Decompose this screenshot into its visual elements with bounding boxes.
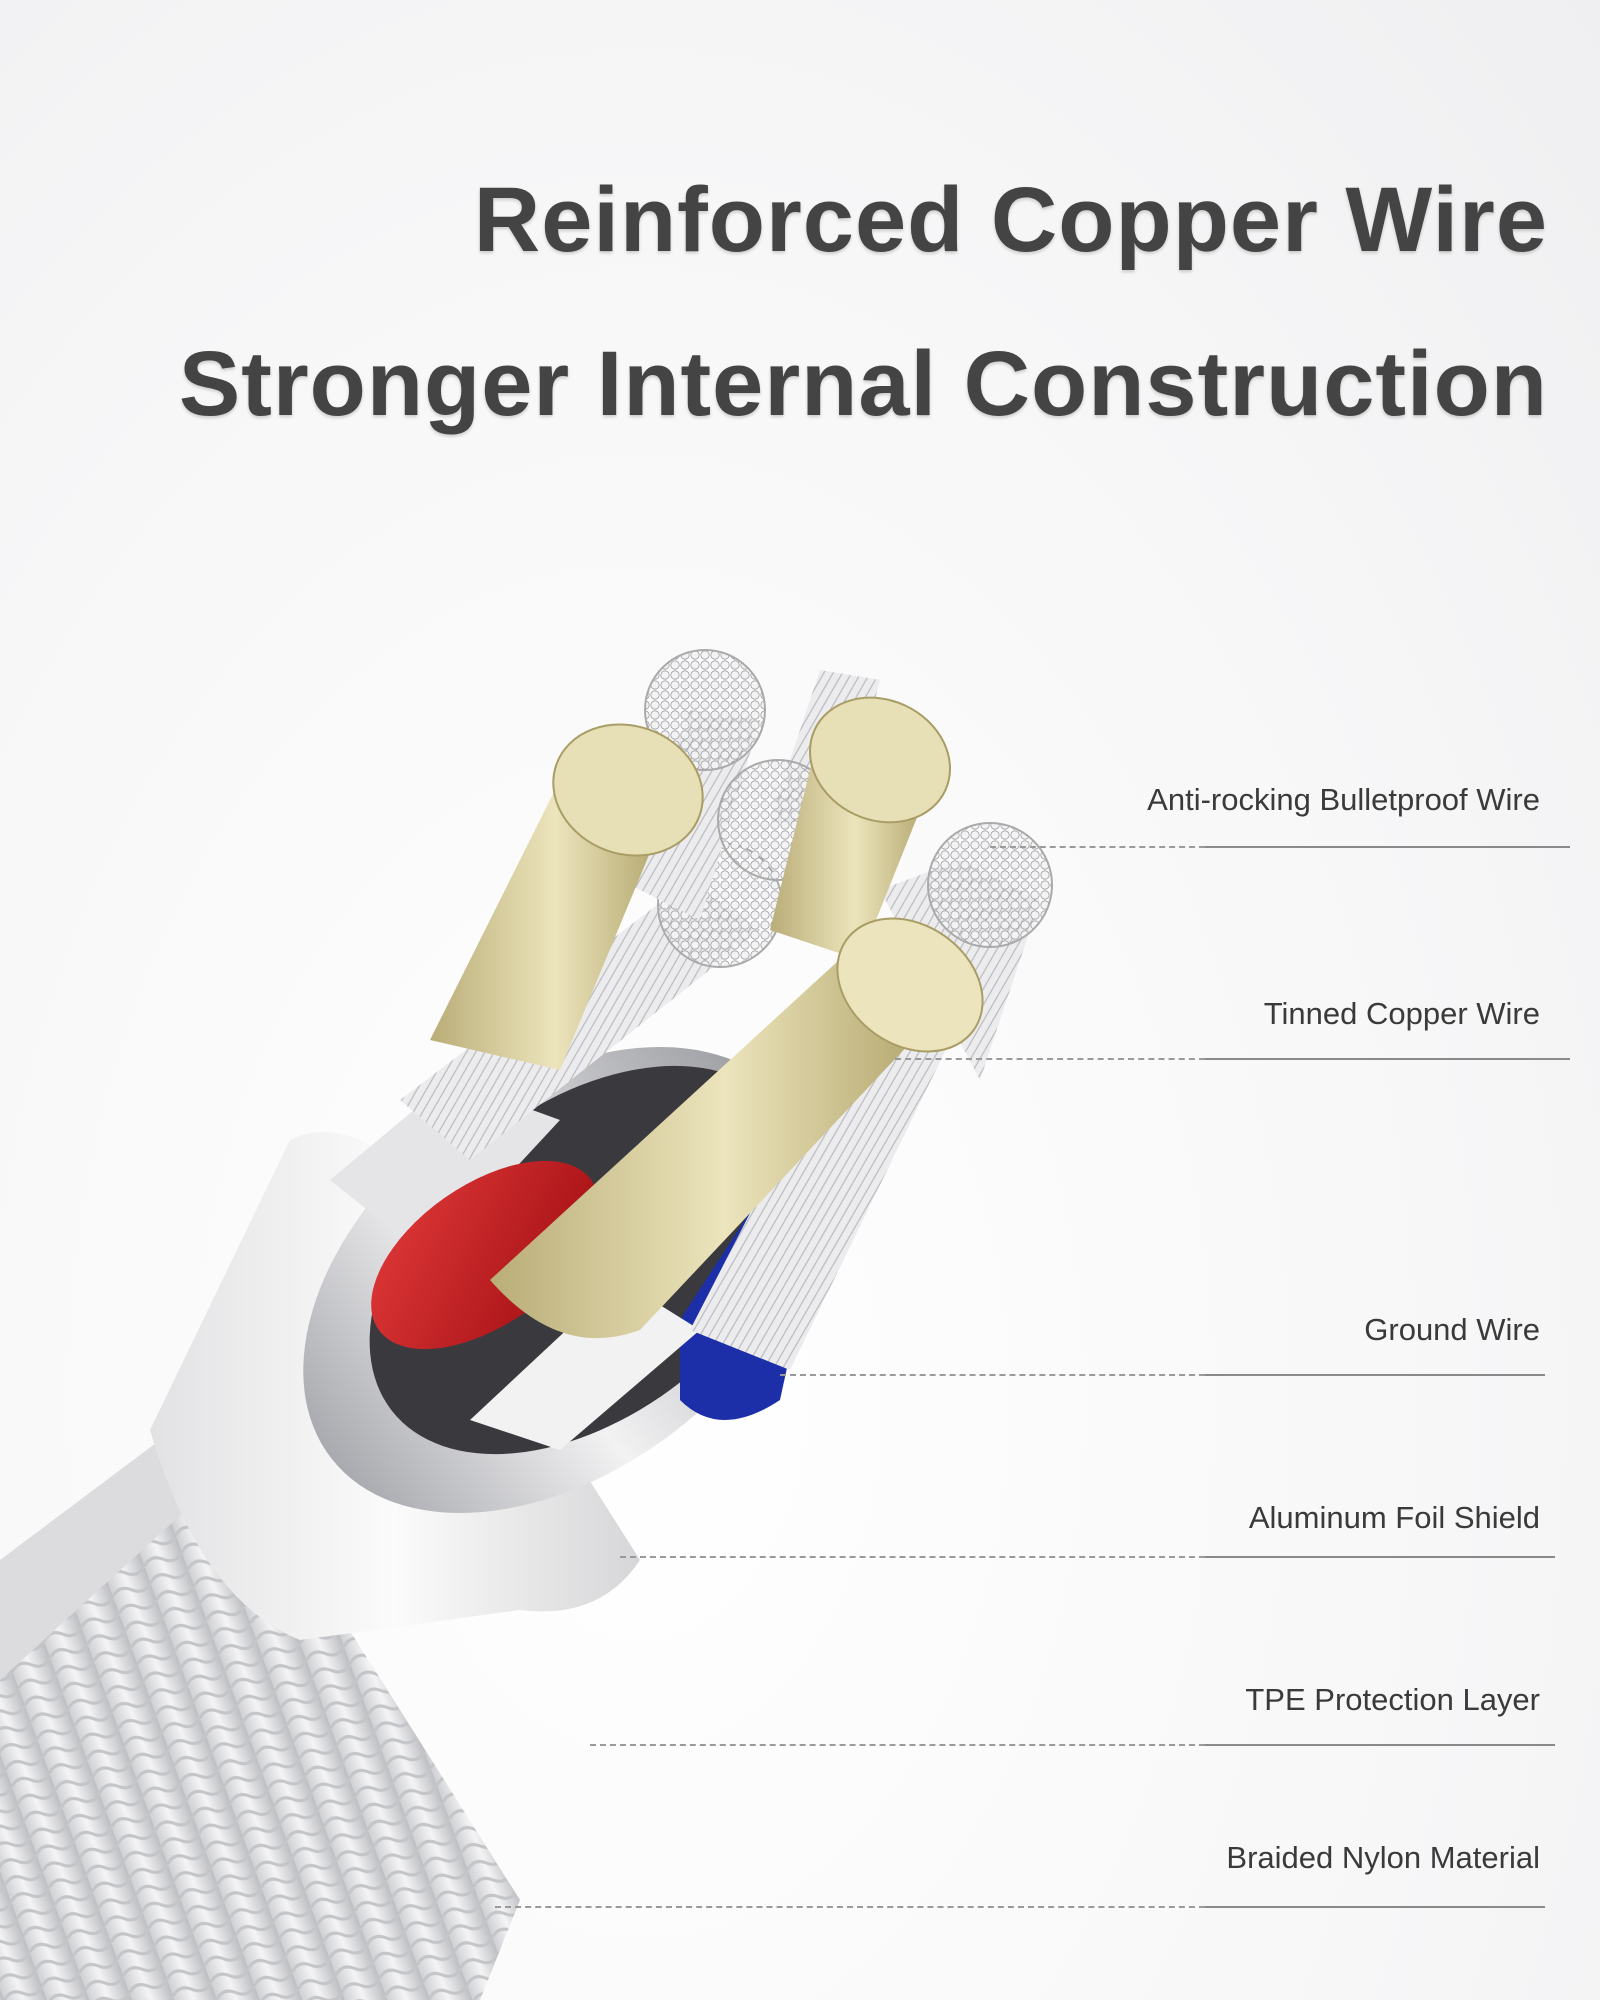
label-tinned-copper-wire: Tinned Copper Wire [1263, 996, 1540, 1031]
leader-line [590, 1744, 1205, 1746]
leader-line [620, 1556, 1205, 1558]
label-braided-nylon-material: Braided Nylon Material [1226, 1840, 1540, 1875]
leader-line [495, 1906, 1205, 1908]
leader-line [1205, 1058, 1570, 1060]
braided-nylon-jacket [0, 1471, 520, 2000]
leader-line [895, 1058, 1205, 1060]
leader-line [1205, 1374, 1545, 1376]
leader-line [1205, 1556, 1555, 1558]
red-insulation [371, 1160, 599, 1350]
label-anti-rocking-wire: Anti-rocking Bulletproof Wire [1147, 782, 1540, 817]
gold-wire [490, 945, 960, 1339]
headline-line-1: Reinforced Copper Wire [473, 169, 1548, 271]
label-ground-wire: Ground Wire [1364, 1312, 1540, 1347]
leader-line [1205, 1906, 1545, 1908]
leader-line [780, 1374, 1205, 1376]
leader-line [990, 846, 1205, 848]
label-aluminum-foil-shield: Aluminum Foil Shield [1248, 1500, 1540, 1535]
headline-line-2: Stronger Internal Construction [178, 333, 1548, 435]
label-tpe-protection-layer: TPE Protection Layer [1245, 1682, 1540, 1717]
leader-line [1205, 846, 1570, 848]
strand-bundle [927, 822, 1053, 948]
leader-line [1205, 1744, 1555, 1746]
strand-bundle [644, 649, 766, 771]
